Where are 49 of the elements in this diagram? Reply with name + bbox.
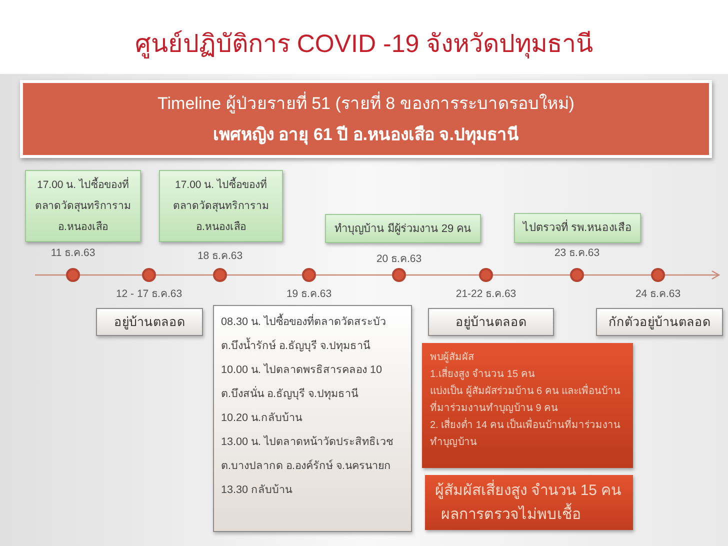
event-text: ทำบุญบ้าน มีผู้ร่วมงาน 29 คน [334,222,472,236]
status-text: อยู่บ้านตลอด [114,314,185,331]
result-box [425,475,633,530]
event-box [514,213,641,243]
status-box [596,308,723,336]
timeline-line [493,274,570,276]
status-box [428,308,554,336]
timeline-line [584,274,651,276]
timeline-arrow [665,270,720,280]
event-text: 13.00 น. ไปตลาดหน้าวัดประสิทธิเวช ต.บางปลากด อ.องค์รักษ์ จ.นครนายก [221,434,394,474]
event-box [25,170,141,242]
event-text: 10.20 น.กลับบ้าน [221,411,304,426]
event-text: 17.00 น. ไปซื้อของที่ตลาดวัดสุนทริการาม อ.หนองเสือ [34,176,132,234]
status-text: อยู่บ้านตลอด [456,314,526,331]
contact-text: แบ่งเป็น ผู้สัมผัสร่วมบ้าน 6 คน และเพื่อนบ้านที่มาร่วมงานทำบุญบ้าน 9 คน [430,383,625,417]
date-label: 24 ธ.ค.63 [635,287,681,301]
result-text: ผลการตรวจไม่พบเชื้อ [435,504,623,526]
date-label: 18 ธ.ค.63 [197,249,243,263]
timeline-line [227,274,302,276]
event-text: 10.00 น. ไปตลาดพรธิสารคลอง 10 ต.บึงสนั่น อ.ธัญบุรี จ.ปทุมธานี [221,362,384,402]
status-box [96,308,203,336]
status-text: กักตัวอยู่บ้านตลอด [608,314,710,331]
contact-box [422,343,633,468]
event-text: 17.00 น. ไปซื้อของที่ตลาดวัดสุนทริการาม อ.หนองเสือ [172,176,270,234]
timeline-line [35,274,66,276]
date-label: 20 ธ.ค.63 [376,252,422,266]
date-label: 21-22 ธ.ค.63 [456,287,516,301]
event-box [325,214,481,243]
date-label: 23 ธ.ค.63 [554,246,600,260]
result-text: ผู้สัมผัสเสี่ยงสูง จำนวน 15 คน [435,480,622,501]
date-label: 12 - 17 ธ.ค.63 [116,287,182,301]
timeline-line [406,274,479,276]
timeline-line [156,274,213,276]
page-title: ศูนย์ปฏิบัติการ COVID -19 จังหวัดปทุมธานี [134,29,594,60]
header-text: Timeline ผู้ป่วยรายที่ 51 (รายที่ 8 ของการระบาดรอบใหม่) [158,92,574,114]
event-box [213,305,412,532]
header-banner [20,80,712,158]
contact-text: 2. เสี่ยงต่ำ 14 คน เป็นเพื่อนบ้านที่มาร่วมงานทำบุญบ้าน [430,417,625,451]
event-text: 13.30 กลับบ้าน [221,483,294,498]
timeline-line [316,274,392,276]
event-box [159,170,283,242]
timeline-line [80,274,142,276]
header-text: เพศหญิง อายุ 61 ปี อ.หนองเสือ จ.ปทุมธานี [213,124,519,146]
contact-text: พบผู้สัมผัส [430,350,475,365]
date-label: 11 ธ.ค.63 [50,246,96,260]
event-text: ไปตรวจที่ รพ.หนองเสือ [522,220,632,236]
date-label: 19 ธ.ค.63 [286,287,332,301]
contact-text: 1.เสี่ยงสูง จำนวน 15 คน [430,366,625,383]
event-text: 08.30 น. ไปซื้อของที่ตลาดวัดสระบัว ต.บึงน้ำรักษ์ อ.ธัญบุรี จ.ปทุมธานี [221,310,404,358]
